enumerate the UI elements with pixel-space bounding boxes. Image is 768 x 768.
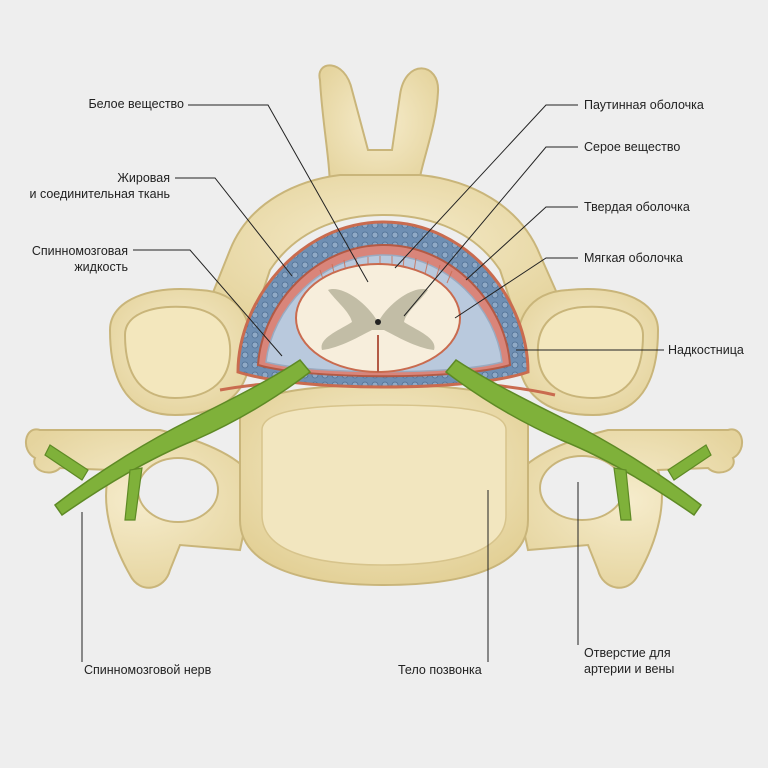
label-arachnoid-text: Паутинная оболочка [584, 98, 704, 112]
label-white-matter-text: Белое вещество [88, 97, 184, 111]
label-arachnoid: Паутинная оболочка [584, 97, 704, 113]
label-fat-connective: Жировая и соединительная ткань [10, 170, 171, 202]
label-spinal-nerve: Спинномозговой нерв [84, 662, 211, 678]
label-fat-line1: Жировая [117, 171, 170, 185]
label-gray-matter-text: Серое вещество [584, 140, 681, 154]
label-csf-line2: жидкость [74, 260, 128, 274]
leader-pia [454, 257, 578, 319]
label-vertebral-body: Тело позвонка [398, 662, 482, 678]
label-dura-text: Твердая оболочка [584, 200, 690, 214]
leader-white-matter [188, 104, 369, 283]
label-foramen-line2: артерии и вены [584, 662, 675, 676]
label-periosteum-text: Надкостница [668, 343, 744, 357]
label-fat-line2: и соединительная ткань [29, 187, 171, 201]
label-spinal-nerve-text: Спинномозговой нерв [84, 663, 212, 677]
right-spinal-nerve [444, 359, 703, 517]
label-vertebral-body-text: Тело позвонка [398, 663, 482, 677]
leader-arachnoid [394, 104, 578, 269]
label-white-matter: Белое вещество [40, 96, 184, 112]
label-csf-line1: Спинномозговая [31, 244, 128, 258]
gray-matter [321, 289, 435, 350]
label-csf: Спинномозговая жидкость [10, 243, 128, 275]
spinous-process [318, 64, 440, 191]
right-transverse-foramen [539, 455, 625, 521]
leader-csf [133, 249, 283, 357]
left-spinal-nerve [53, 359, 312, 517]
central-canal [375, 319, 381, 325]
label-foramen-line1: Отверстие для [584, 646, 671, 660]
leader-dura [465, 206, 578, 281]
leader-fat [175, 177, 293, 277]
label-pia: Мягкая оболочка [584, 250, 683, 266]
label-periosteum: Надкостница [668, 342, 744, 358]
label-dura: Твердая оболочка [584, 199, 690, 215]
left-transverse-foramen [137, 457, 219, 523]
label-pia-text: Мягкая оболочка [584, 251, 683, 265]
label-foramen: Отверстие для артерии и вены [584, 645, 674, 677]
label-gray-matter: Серое вещество [584, 139, 680, 155]
leader-gray [403, 146, 578, 317]
